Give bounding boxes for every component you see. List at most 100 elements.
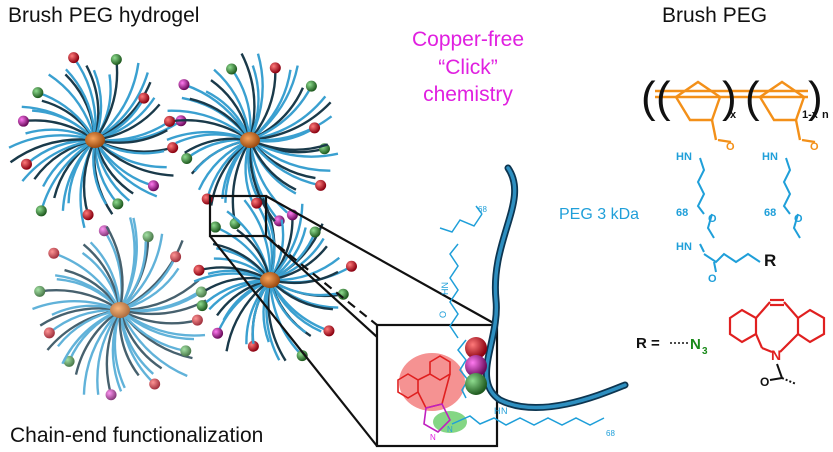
brush-arm	[269, 203, 304, 281]
brush-arm	[53, 252, 122, 311]
zoom-line-left	[209, 235, 378, 447]
brush-arm	[240, 53, 256, 141]
chain-end-bead	[305, 80, 317, 92]
chain-end-bead	[193, 264, 205, 276]
brush-arm	[118, 309, 156, 385]
brush-molecule	[8, 52, 187, 229]
brush-arm	[249, 65, 299, 141]
end-bead-red	[465, 337, 487, 359]
paren-close-2: )	[808, 73, 823, 122]
brush-arm	[231, 139, 252, 224]
chain-end-bead	[315, 179, 327, 191]
hydrogel-title: Brush PEG hydrogel	[8, 4, 199, 27]
chain-end-label: Chain-end functionalization	[10, 424, 263, 447]
chain-end-bead	[34, 285, 46, 297]
dbco-highlight	[399, 353, 465, 411]
repeat-68-right: 68	[764, 207, 776, 219]
brush-arm	[94, 139, 174, 177]
chain-end-bead	[323, 325, 335, 337]
chain-end-bead	[195, 286, 207, 298]
chain-end-bead	[345, 260, 357, 272]
brush-arm	[118, 217, 138, 311]
inset-conjugate: N N H N 68	[397, 339, 615, 442]
chain-end-bead	[142, 231, 154, 243]
zoom-source-box	[208, 194, 268, 238]
inset-nh-label: H	[494, 406, 501, 416]
chain-end-bead	[247, 340, 259, 352]
brush-arm	[82, 309, 121, 395]
chain-end-bead	[212, 327, 224, 339]
chain-end-bead	[191, 314, 203, 326]
inset-n2-label: N	[447, 425, 453, 434]
brush-arm	[119, 233, 164, 311]
dbco-acyl	[769, 363, 797, 385]
dbco-structure	[728, 298, 826, 354]
brush-backbone-core	[85, 132, 105, 148]
peg-chain-upper	[439, 205, 483, 339]
brush-strand-highlight	[484, 166, 627, 410]
inset-peg-tail	[451, 415, 605, 426]
brush-molecule	[32, 217, 207, 401]
brush-arm	[105, 309, 122, 396]
chain-end-bead	[229, 218, 241, 230]
brush-arm	[96, 309, 121, 395]
brush-arm	[248, 53, 264, 141]
inset-n-label: N	[430, 433, 436, 442]
backbone	[655, 80, 816, 144]
dbco-n-label: N	[771, 347, 781, 363]
subscript-1-x: 1-x	[802, 109, 819, 121]
chain-end-bead	[105, 389, 117, 401]
zoom-line-dashed	[265, 235, 378, 326]
chain-end-bead	[269, 62, 281, 74]
chain-end-bead	[226, 63, 238, 75]
paren-inner-open: (	[656, 73, 671, 122]
chain-end-bead	[170, 251, 182, 263]
carbonyl-o-left: O	[726, 141, 735, 153]
chain-end-bead	[110, 53, 122, 65]
chain-end-bead	[82, 209, 94, 221]
chain-end-bead	[112, 198, 124, 210]
inset-tail-repeat: 68	[606, 429, 615, 438]
brush-arm	[48, 73, 97, 141]
chain-end-bead	[147, 180, 159, 192]
brush-arm	[167, 109, 251, 141]
chain-end-bead	[209, 221, 221, 233]
chain-o-label: O	[438, 311, 448, 318]
chain-end-bead	[138, 92, 150, 104]
ether-o-right: O	[794, 213, 803, 225]
zoom-line-top	[265, 195, 498, 326]
brush-arm	[40, 138, 96, 212]
brush-arm	[249, 139, 331, 172]
dbco-o-label: O	[760, 375, 769, 389]
chain-end-bead	[180, 345, 192, 357]
hn-label-right: HN	[762, 151, 778, 163]
chain-hn-label: HN	[440, 282, 450, 295]
paren-outer-open: (	[641, 73, 656, 122]
chain-end-bead	[181, 153, 193, 165]
chain-end-bead	[178, 79, 190, 91]
chain-end-bead	[251, 197, 263, 209]
brush-arm	[105, 226, 124, 311]
brush-molecule	[164, 53, 339, 230]
brush-peg-structure: O O ( ( ) ( ) x 1-x n HN HN O O 68 68 HN…	[559, 73, 829, 389]
chain-end-bead	[43, 327, 55, 339]
brush-arm	[72, 56, 97, 141]
chain-end-bead	[17, 115, 29, 127]
subscript-n: n	[822, 109, 829, 121]
svg-text:N: N	[501, 406, 508, 416]
paren-open-2: (	[745, 73, 760, 122]
chain-end-bead	[296, 350, 308, 362]
brush-backbone-core	[240, 132, 260, 148]
peg-side-chains	[696, 157, 801, 273]
chain-end-bead	[196, 300, 208, 312]
azide-n-label: N	[690, 336, 701, 353]
ether-o-left: O	[708, 213, 717, 225]
hn-label-left: HN	[676, 151, 692, 163]
brush-strand	[483, 164, 629, 411]
brush-arm	[118, 309, 188, 378]
click-label-line2: “Click”	[438, 56, 497, 79]
chain-end-bead	[68, 52, 80, 64]
azide-subscript: 3	[702, 346, 708, 357]
brush-hydrogel-cluster	[8, 52, 357, 401]
